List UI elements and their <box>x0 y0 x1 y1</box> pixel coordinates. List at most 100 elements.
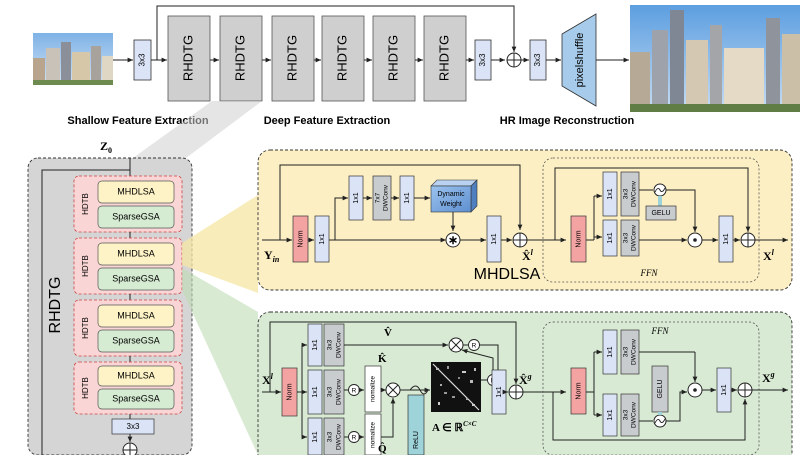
ffn1-dwconv-bot-label: DWConv <box>631 224 638 251</box>
hdtb-block-1: HDTB MHDLSA SparseGSA <box>73 175 183 233</box>
ffn2-conv1x1-bot-label: 1x1 <box>607 409 614 420</box>
conv-3x3-deep-label: 3x3 <box>478 53 487 66</box>
ffn1-norm <box>570 215 587 263</box>
conv-3x3-shallow-label: 3x3 <box>138 53 147 66</box>
sgsa-q-reshape-label: R <box>352 435 357 442</box>
stage-label-recon: HR Image Reconstruction <box>500 115 635 127</box>
zoom-wedge-rhdtg <box>133 101 262 158</box>
z0-label: Z0 <box>100 139 112 155</box>
ffn2-gelu-icon <box>653 414 667 428</box>
ffn1-conv1x1-top <box>602 171 618 217</box>
sgsa-norm-label: Norm <box>286 383 293 400</box>
mhdlsa-block-1 <box>97 180 175 204</box>
rhdtg-label-3: RHDTG <box>284 35 299 81</box>
ffn1-gelu-label: GELU <box>651 210 670 217</box>
mhdlsa-dwconv-7x7-label: DWConv <box>383 184 390 211</box>
sgsa-attention-label: A ∈ ℝC×C <box>432 420 477 434</box>
mhdlsa-label-1: MHDLSA <box>117 186 155 196</box>
sgsa-v-conv1x1-label: 1x1 <box>312 339 319 350</box>
ffn2-conv1x1-out-label: 1x1 <box>721 384 728 395</box>
mhdlsa-norm <box>292 215 309 263</box>
rhdtg-block-6: RHDTG <box>423 15 467 102</box>
mhdlsa-conv1x1-out-label: 1x1 <box>491 233 498 244</box>
dynamic-conv-node: ∗ <box>445 232 461 248</box>
rhdtg-label-6: RHDTG <box>436 35 451 81</box>
ffn2-conv1x1-top-label: 1x1 <box>607 346 614 357</box>
sgsa-v-dwconv-kernel: 3x3 <box>327 339 334 350</box>
mhdlsa-block-4 <box>97 365 175 387</box>
ffn1-norm-label: Norm <box>575 230 582 247</box>
ffn1-conv1x1-bot <box>602 219 618 257</box>
mhdlsa-input-label: Yin <box>264 248 280 264</box>
dynamic-weight-label-2: Weight <box>440 201 462 208</box>
sgsa-va-multiply-node <box>448 337 464 353</box>
sum-node-rhdtg <box>122 442 138 455</box>
sgsa-q-dwconv-kernel: 3x3 <box>327 431 334 442</box>
global-skip-connection <box>156 5 517 60</box>
hdtb-label-2: HDTB <box>81 255 90 277</box>
mhdlsa-conv1x1-in-label: 1x1 <box>319 233 326 244</box>
rhdtg-block-3: RHDTG <box>271 15 315 102</box>
sgsa-k-conv1x1-label: 1x1 <box>312 386 319 397</box>
rhdtg-block-1: RHDTG <box>167 15 211 102</box>
mhdlsa-norm-label: Norm <box>297 230 304 247</box>
mhdlsa-label-2: MHDLSA <box>117 248 155 258</box>
sparsegsa-block-3 <box>97 329 175 353</box>
sum-node-sgsa-1 <box>508 384 524 400</box>
sgsa-v-dwconv-label: DWConv <box>336 331 343 358</box>
rhdtg-label-1: RHDTG <box>180 35 195 81</box>
dynamic-weight-cube: Dynamic Weight <box>430 179 478 213</box>
sgsa-q-normalize-label: nomalize <box>370 422 377 448</box>
sgsa-q-dwconv-label: DWConv <box>336 423 343 450</box>
sgsa-k-dwconv-label: DWConv <box>336 378 343 405</box>
sgsa-ffn-box <box>542 321 760 455</box>
sum-node-mhdlsa-2 <box>740 232 756 248</box>
ffn1-conv1x1-out <box>718 215 734 263</box>
hdtb-label-4: HDTB <box>81 377 90 399</box>
ffn2-multiply-node <box>687 382 703 398</box>
sparsegsa-label-2: SparseGSA <box>112 273 160 283</box>
ffn2-norm-label: Norm <box>575 382 582 399</box>
rhdtg-conv-3x3-label: 3x3 <box>127 422 140 431</box>
sgsa-v-reshape-node: R <box>468 339 480 351</box>
rhdtg-label-5: RHDTG <box>385 35 400 81</box>
mhdlsa-block-2 <box>97 242 175 266</box>
input-lr-image <box>33 33 113 85</box>
sgsa-v-label: V̂ <box>384 326 392 339</box>
ffn2-dwconv-bot-label: DWConv <box>631 401 638 428</box>
hdtb-label-3: HDTB <box>81 317 90 339</box>
rhdtg-block-5: RHDTG <box>372 15 416 102</box>
ffn1-dwconv-top-kernel: 3x3 <box>623 188 630 199</box>
sgsa-k-dwconv-kernel: 3x3 <box>327 386 334 397</box>
output-hr-image <box>630 5 800 112</box>
attention-matrix-image <box>431 362 481 412</box>
mhdlsa-conv1x1-in <box>314 215 330 263</box>
ffn1-dwconv-bot <box>620 219 640 257</box>
hdtb-block-2: HDTB MHDLSA SparseGSA <box>73 237 183 295</box>
sparsegsa-label-4: SparseGSA <box>112 393 160 403</box>
svg-text:∗: ∗ <box>448 233 458 247</box>
sgsa-conv1x1-out-label: 1x1 <box>496 386 503 397</box>
sgsa-kq-multiply-node <box>385 382 401 398</box>
sgsa-input-label: Xl <box>262 372 274 387</box>
mhdlsa-conv1x1-out <box>486 215 502 263</box>
rhdtg-residual-line <box>41 158 131 455</box>
ffn2-norm <box>570 367 587 415</box>
rhdtg-label-4: RHDTG <box>334 35 349 81</box>
sgsa-v-reshape-label: R <box>472 343 477 350</box>
ffn1-dwconv-top-label: DWConv <box>631 180 638 207</box>
ffn1-gelu <box>645 205 677 221</box>
mhdlsa-dwconv-7x7-kernel: 7x7 <box>375 192 382 203</box>
sgsa-q-label: Q̂ <box>378 442 387 455</box>
ffn1-gelu-icon <box>653 183 667 197</box>
mhdlsa-label-3: MHDLSA <box>117 310 155 320</box>
hdtb-block-3: HDTB MHDLSA SparseGSA <box>73 299 183 357</box>
rhdtg-block-2: RHDTG <box>219 15 263 102</box>
rhdtg-title: RHDTG <box>47 277 64 334</box>
ffn2-dwconv-bot-kernel: 3x3 <box>623 409 630 420</box>
zoom-wedge-mhdlsa <box>182 195 258 293</box>
mhdlsa-title: MHDLSA <box>474 266 541 283</box>
stage-label-shallow: Shallow Feature Extraction <box>67 115 208 127</box>
sparsegsa-block-1 <box>97 205 175 229</box>
